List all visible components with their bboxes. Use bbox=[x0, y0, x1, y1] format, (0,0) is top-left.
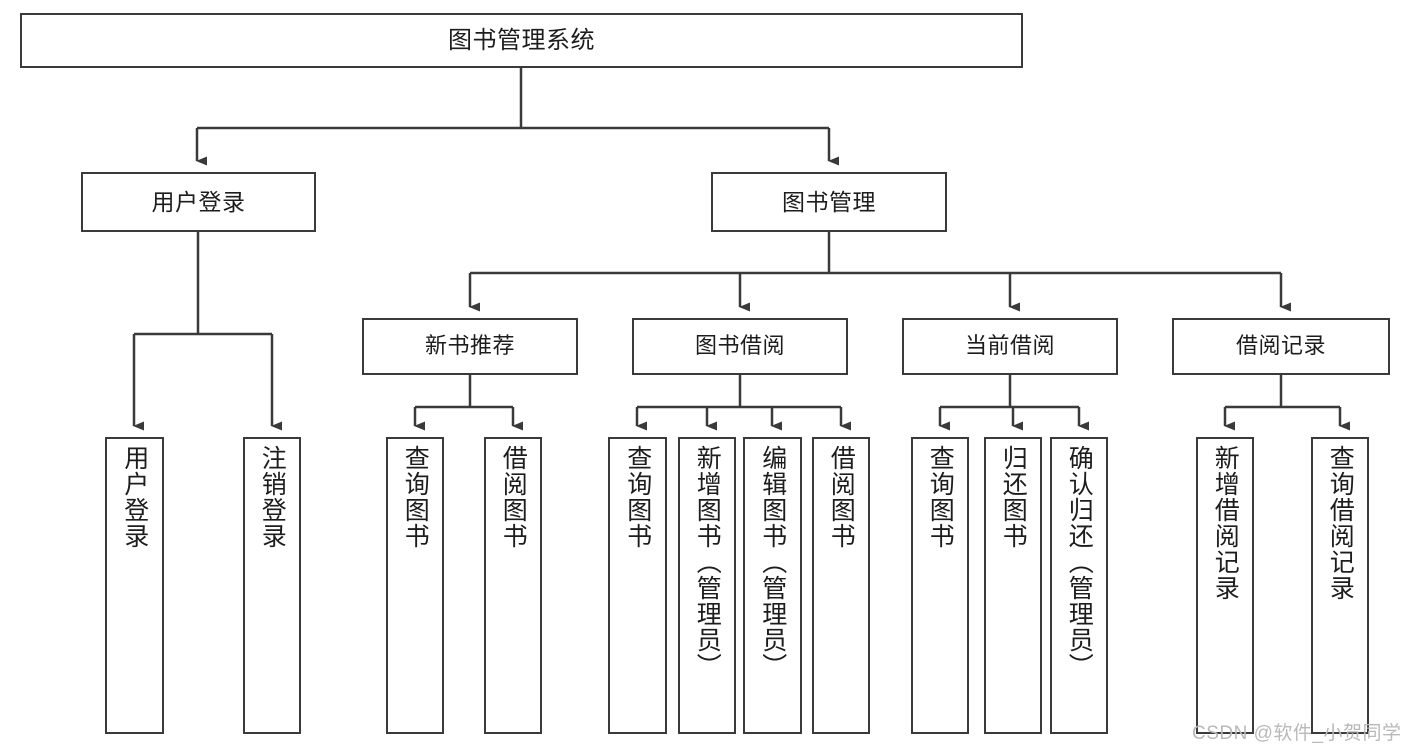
node-new-book-rec[interactable]: 新书推荐 bbox=[362, 318, 578, 375]
leaf-add-record[interactable]: 新增借阅记录 bbox=[1196, 437, 1254, 734]
node-current-borrow[interactable]: 当前借阅 bbox=[902, 318, 1118, 375]
leaf-user-login[interactable]: 用户登录 bbox=[105, 437, 164, 734]
leaf-query-book-2-label: 查询图书 bbox=[623, 445, 652, 549]
leaf-confirm-return[interactable]: 确认归还（管理员） bbox=[1050, 437, 1108, 734]
node-book-manage-label: 图书管理 bbox=[782, 188, 876, 215]
leaf-query-book-2[interactable]: 查询图书 bbox=[608, 437, 667, 734]
leaf-borrow-book-1[interactable]: 借阅图书 bbox=[484, 437, 542, 734]
leaf-return-book[interactable]: 归还图书 bbox=[984, 437, 1042, 734]
leaf-confirm-return-label: 确认归还（管理员） bbox=[1065, 445, 1094, 679]
node-root-label: 图书管理系统 bbox=[448, 26, 595, 54]
node-book-borrow-label: 图书借阅 bbox=[694, 333, 785, 359]
leaf-user-logout[interactable]: 注销登录 bbox=[243, 437, 301, 734]
leaf-query-book-3-label: 查询图书 bbox=[926, 445, 955, 549]
watermark: CSDN @软件_小贺同学 bbox=[1192, 723, 1402, 744]
leaf-borrow-book-1-label: 借阅图书 bbox=[499, 445, 528, 549]
leaf-query-record-label: 查询借阅记录 bbox=[1326, 445, 1355, 601]
node-borrow-record[interactable]: 借阅记录 bbox=[1172, 318, 1390, 375]
leaf-borrow-book-2[interactable]: 借阅图书 bbox=[812, 437, 870, 734]
node-borrow-record-label: 借阅记录 bbox=[1235, 333, 1326, 359]
leaf-query-book-1[interactable]: 查询图书 bbox=[386, 437, 444, 734]
node-new-book-rec-label: 新书推荐 bbox=[424, 333, 515, 359]
leaf-return-book-label: 归还图书 bbox=[999, 445, 1028, 549]
leaf-add-record-label: 新增借阅记录 bbox=[1211, 445, 1240, 601]
leaf-query-book-1-label: 查询图书 bbox=[401, 445, 430, 549]
node-root[interactable]: 图书管理系统 bbox=[20, 13, 1023, 68]
leaf-user-login-label: 用户登录 bbox=[120, 445, 149, 549]
leaf-user-logout-label: 注销登录 bbox=[258, 445, 287, 549]
leaf-query-record[interactable]: 查询借阅记录 bbox=[1311, 437, 1369, 734]
node-current-borrow-label: 当前借阅 bbox=[964, 333, 1055, 359]
node-user-login[interactable]: 用户登录 bbox=[81, 172, 316, 232]
leaf-query-book-3[interactable]: 查询图书 bbox=[911, 437, 969, 734]
leaf-borrow-book-2-label: 借阅图书 bbox=[827, 445, 856, 549]
leaf-add-book-label: 新增图书（管理员） bbox=[693, 445, 722, 679]
leaf-add-book[interactable]: 新增图书（管理员） bbox=[678, 437, 736, 734]
leaf-edit-book[interactable]: 编辑图书（管理员） bbox=[743, 437, 802, 734]
leaf-edit-book-label: 编辑图书（管理员） bbox=[758, 445, 787, 679]
node-user-login-label: 用户登录 bbox=[151, 188, 246, 215]
node-book-manage[interactable]: 图书管理 bbox=[711, 172, 947, 232]
node-book-borrow[interactable]: 图书借阅 bbox=[632, 318, 848, 375]
